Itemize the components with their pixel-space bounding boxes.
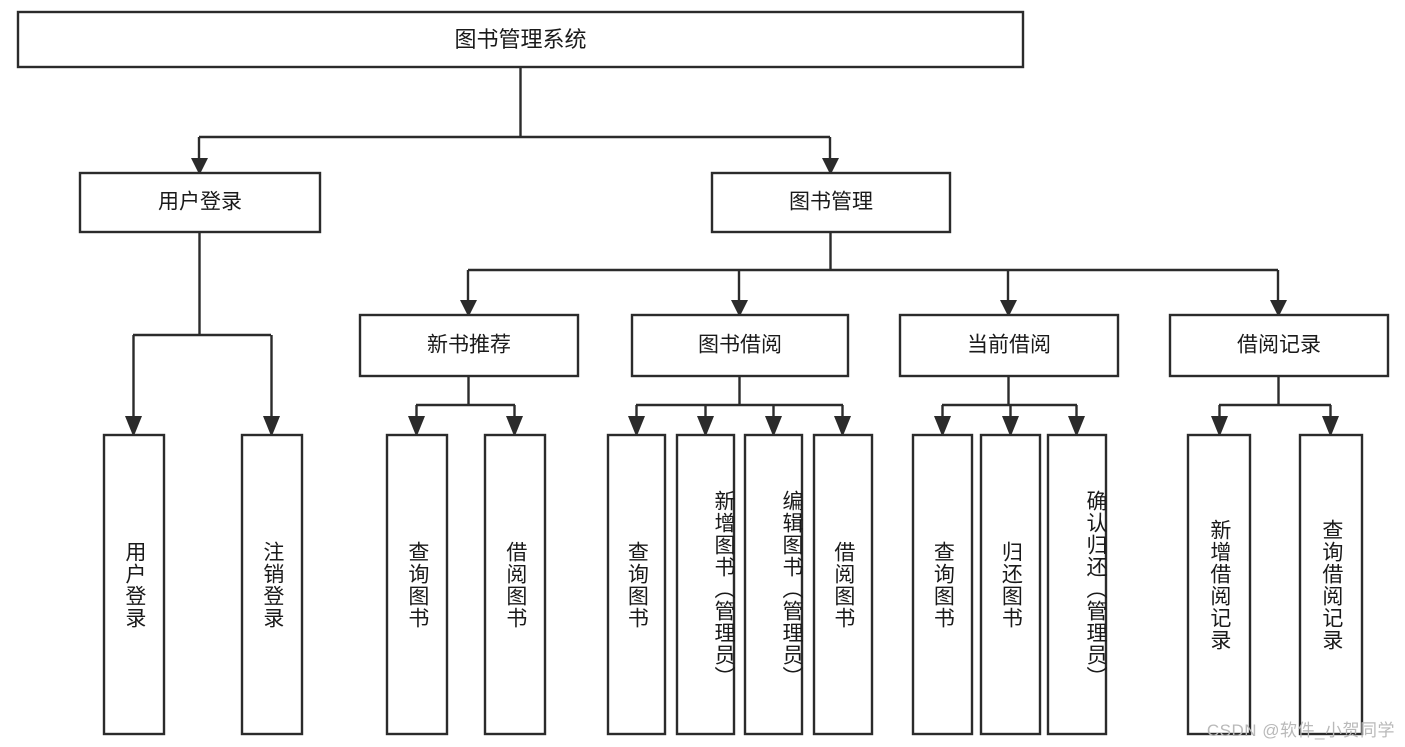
arrow-icon-new-book-recommend bbox=[460, 300, 477, 317]
arrow-icon-book-manage bbox=[822, 158, 839, 175]
node-current-borrow-label: 当前借阅 bbox=[967, 334, 1051, 357]
arrow-icon-current-borrow bbox=[1000, 300, 1017, 317]
node-root-label: 图书管理系统 bbox=[454, 27, 586, 52]
node-borrow-record-label: 借阅记录 bbox=[1237, 334, 1321, 357]
node-user-login-box bbox=[78, 171, 322, 234]
node-root-box bbox=[16, 10, 1025, 69]
arrow-icon-leaf-return-book bbox=[1002, 416, 1019, 437]
arrow-icon-borrow-record bbox=[1270, 300, 1287, 317]
node-user-login[interactable]: 用户登录 bbox=[78, 171, 322, 234]
node-book-manage[interactable]: 图书管理 bbox=[710, 171, 952, 234]
arrow-icon-book-borrow bbox=[731, 300, 748, 317]
node-borrow-record-box bbox=[1168, 313, 1390, 378]
leaf-box-return-book[interactable] bbox=[979, 433, 1042, 736]
arrow-icon-leaf-query-borrow-record bbox=[1322, 416, 1339, 437]
leaf-node-boxes bbox=[102, 433, 1364, 736]
arrow-icon-leaf-user-login bbox=[125, 416, 142, 437]
leaf-box-confirm-return-admin[interactable] bbox=[1046, 433, 1108, 736]
leaf-box-query-book-1[interactable] bbox=[385, 433, 449, 736]
arrow-icon-leaf-logout-login bbox=[263, 416, 280, 437]
arrow-heads bbox=[125, 158, 1339, 437]
arrow-icon-leaf-query-book-1 bbox=[408, 416, 425, 437]
arrow-icon-leaf-query-book-2 bbox=[628, 416, 645, 437]
leaf-box-borrow-book-1[interactable] bbox=[483, 433, 547, 736]
leaf-box-borrow-book-2[interactable] bbox=[812, 433, 874, 736]
node-user-login-label: 用户登录 bbox=[158, 191, 242, 214]
leaf-box-logout-login[interactable] bbox=[240, 433, 304, 736]
node-root-system[interactable]: 图书管理系统 bbox=[16, 10, 1025, 69]
arrow-icon-leaf-add-book-admin bbox=[697, 416, 714, 437]
node-book-borrow-label: 图书借阅 bbox=[698, 334, 782, 357]
leaf-box-user-login[interactable] bbox=[102, 433, 166, 736]
node-borrow-record[interactable]: 借阅记录 bbox=[1168, 313, 1390, 378]
arrow-icon-leaf-add-borrow-record bbox=[1211, 416, 1228, 437]
csdn-watermark: CSDN @软件_小贺同学 bbox=[1206, 721, 1395, 740]
arrow-icon-leaf-borrow-book-1 bbox=[506, 416, 523, 437]
node-book-manage-box bbox=[710, 171, 952, 234]
arrow-icon-leaf-edit-book-admin bbox=[765, 416, 782, 437]
node-book-borrow-box bbox=[630, 313, 850, 378]
node-current-borrow-box bbox=[898, 313, 1120, 378]
leaf-box-add-borrow-record[interactable] bbox=[1186, 433, 1252, 736]
leaf-box-query-book-2[interactable] bbox=[606, 433, 667, 736]
leaf-box-query-book-3[interactable] bbox=[911, 433, 974, 736]
connector-lines bbox=[132, 67, 1332, 418]
arrow-icon-user-login bbox=[191, 158, 208, 175]
arrow-icon-leaf-confirm-return-admin bbox=[1068, 416, 1085, 437]
arrow-icon-leaf-query-book-3 bbox=[934, 416, 951, 437]
node-book-borrow[interactable]: 图书借阅 bbox=[630, 313, 850, 378]
leaf-box-add-book-admin[interactable] bbox=[675, 433, 736, 736]
arrow-icon-leaf-borrow-book-2 bbox=[834, 416, 851, 437]
node-new-book-recommend-box bbox=[358, 313, 580, 378]
node-current-borrow[interactable]: 当前借阅 bbox=[898, 313, 1120, 378]
node-book-manage-label: 图书管理 bbox=[789, 191, 873, 214]
leaf-box-query-borrow-record[interactable] bbox=[1298, 433, 1364, 736]
node-new-book-recommend[interactable]: 新书推荐 bbox=[358, 313, 580, 378]
node-new-book-recommend-label: 新书推荐 bbox=[427, 334, 511, 357]
leaf-box-edit-book-admin[interactable] bbox=[743, 433, 804, 736]
